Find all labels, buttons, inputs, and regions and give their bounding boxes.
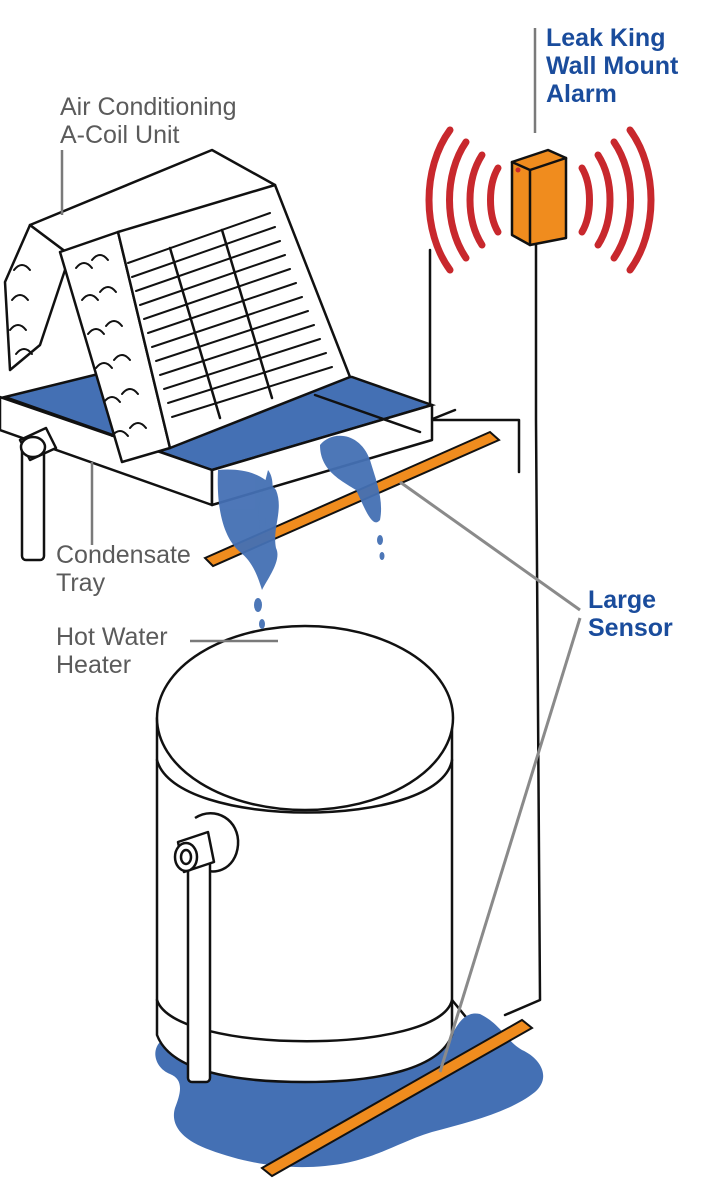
svg-text:Air Conditioning: Air Conditioning bbox=[60, 93, 237, 121]
svg-text:Wall Mount: Wall Mount bbox=[546, 52, 679, 80]
svg-text:A-Coil Unit: A-Coil Unit bbox=[60, 121, 180, 149]
label-alarm: Leak King Wall Mount Alarm bbox=[546, 24, 679, 108]
tray-sensor bbox=[203, 430, 501, 568]
coil-louvers bbox=[127, 212, 333, 420]
alarm-led bbox=[515, 167, 521, 173]
label-ac-coil: Air Conditioning A-Coil Unit bbox=[60, 93, 237, 149]
leader-lines bbox=[60, 28, 582, 1073]
tray-drain-pipe bbox=[18, 426, 58, 562]
svg-text:Large: Large bbox=[588, 586, 656, 614]
label-condensate-tray: Condensate Tray bbox=[56, 541, 191, 597]
label-large-sensor: Large Sensor bbox=[588, 586, 673, 642]
svg-text:Condensate: Condensate bbox=[56, 541, 191, 569]
sound-waves-icon bbox=[425, 126, 655, 274]
coil-tube-bends bbox=[75, 254, 147, 437]
a-coil-unit bbox=[3, 148, 352, 464]
svg-text:Heater: Heater bbox=[56, 651, 131, 679]
wall-alarm bbox=[510, 148, 568, 247]
coil-left-bends bbox=[9, 264, 33, 355]
svg-text:Sensor: Sensor bbox=[588, 614, 673, 642]
label-hot-water-heater: Hot Water Heater bbox=[56, 623, 168, 679]
svg-text:Tray: Tray bbox=[56, 569, 106, 597]
floor-sensor bbox=[260, 1018, 534, 1178]
svg-text:Hot Water: Hot Water bbox=[56, 623, 168, 651]
water-drips bbox=[217, 435, 385, 629]
hot-water-heater bbox=[155, 624, 455, 1084]
heater-valve bbox=[173, 812, 240, 1084]
svg-text:Leak King: Leak King bbox=[546, 24, 665, 52]
svg-text:Alarm: Alarm bbox=[546, 80, 617, 108]
